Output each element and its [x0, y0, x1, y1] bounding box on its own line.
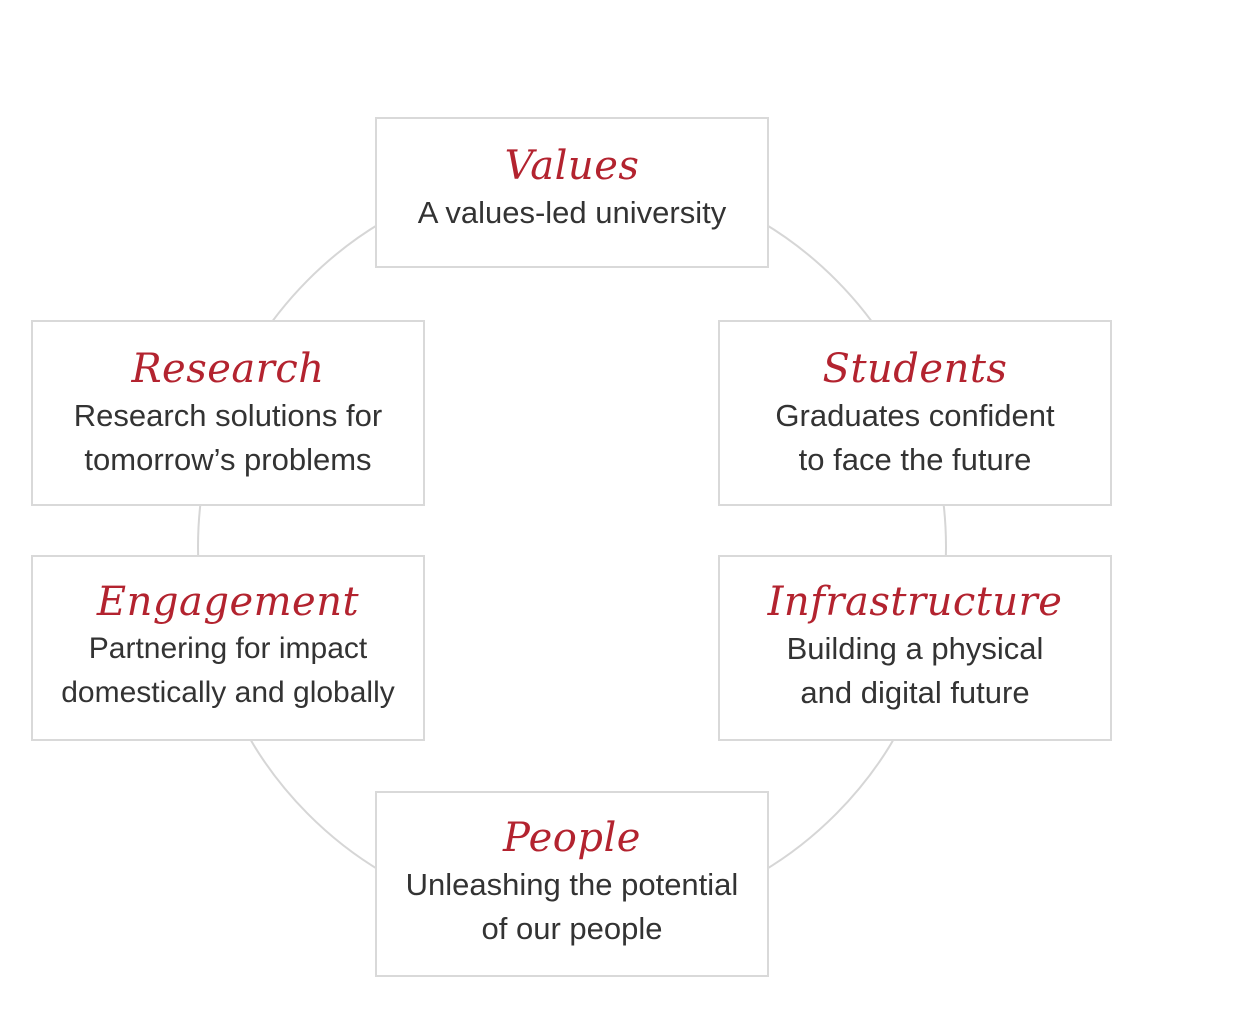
node-engagement-title: Engagement — [96, 579, 360, 625]
node-values: Values A values-led university — [375, 117, 769, 268]
node-research-title: Research — [131, 346, 325, 392]
node-people-description: Unleashing the potential of our people — [405, 867, 739, 946]
node-students-title: Students — [822, 346, 1008, 392]
node-values-title: Values — [504, 143, 640, 189]
node-people: People Unleashing the potential of our p… — [375, 791, 769, 977]
node-engagement: Engagement Partnering for impact domesti… — [31, 555, 425, 741]
node-students: Students Graduates confident to face the… — [718, 320, 1112, 506]
node-people-title: People — [503, 815, 641, 861]
node-infrastructure: Infrastructure Building a physical and d… — [718, 555, 1112, 741]
node-infrastructure-description: Building a physical and digital future — [786, 631, 1044, 710]
node-engagement-description: Partnering for impact domestically and g… — [61, 632, 395, 709]
node-students-description: Graduates confident to face the future — [775, 398, 1055, 477]
node-infrastructure-title: Infrastructure — [767, 579, 1063, 625]
node-research-description: Research solutions for tomorrow’s proble… — [73, 398, 383, 477]
node-research: Research Research solutions for tomorrow… — [31, 320, 425, 506]
node-values-description: A values-led university — [417, 195, 727, 230]
